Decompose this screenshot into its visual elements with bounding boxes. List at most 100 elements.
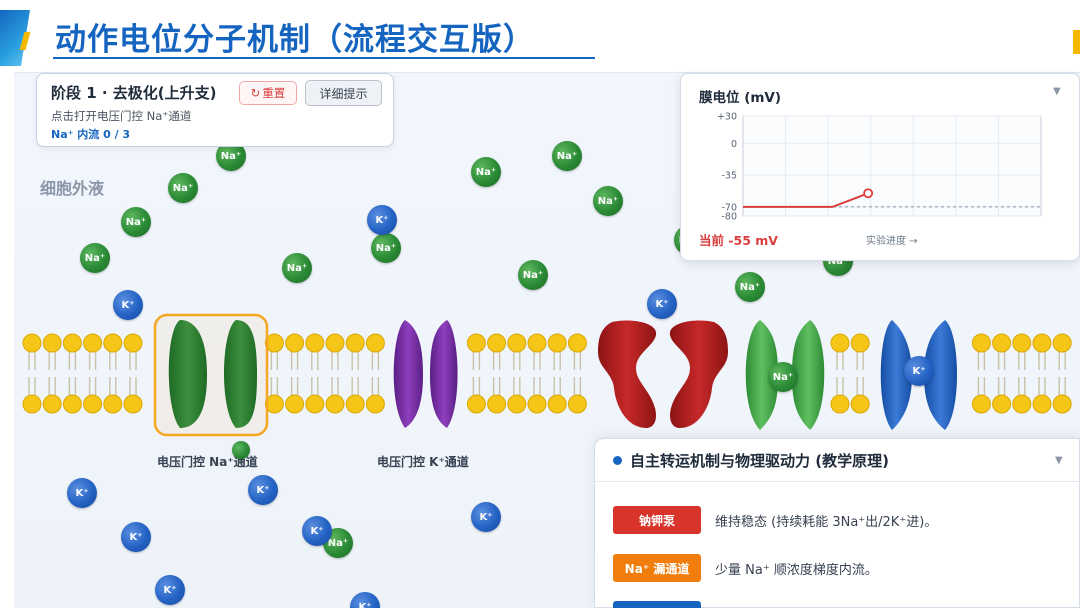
sodium-ion[interactable]: Na⁺ bbox=[282, 253, 312, 283]
sodium-ion[interactable]: Na⁺ bbox=[80, 243, 110, 273]
lipid-head bbox=[103, 333, 123, 353]
potassium-ion[interactable]: K⁺ bbox=[471, 502, 501, 532]
teach-row-leak: Na⁺ 漏通道 少量 Na⁺ 顺浓度梯度内流。 bbox=[613, 554, 878, 582]
title-bar: 动作电位分子机制（流程交互版） bbox=[0, 0, 1080, 72]
lipid-head bbox=[264, 333, 284, 353]
na-leak-subunit-left bbox=[745, 320, 778, 430]
potassium-ion[interactable]: K⁺ bbox=[155, 575, 185, 605]
na-leak-tag[interactable]: Na⁺ 漏通道 bbox=[613, 554, 701, 582]
current-potential: 当前 -55 mV bbox=[699, 233, 778, 248]
lipid-head bbox=[22, 333, 42, 353]
title-underline bbox=[53, 57, 595, 59]
chart-plot-area bbox=[742, 115, 1042, 217]
na-leak-description: 少量 Na⁺ 顺浓度梯度内流。 bbox=[715, 562, 878, 578]
lipid-head bbox=[1012, 333, 1032, 353]
stage-title: 阶段 1 · 去极化(上升支) bbox=[51, 84, 217, 102]
lipid-head bbox=[547, 333, 567, 353]
detail-hint-button[interactable]: 详细提示 bbox=[305, 80, 382, 106]
sodium-ion[interactable]: Na⁺ bbox=[552, 141, 582, 171]
lipid-head bbox=[830, 394, 850, 414]
sodium-ion[interactable]: Na⁺ bbox=[735, 272, 765, 302]
lipid-heads bbox=[22, 333, 1072, 414]
collapse-arrow-icon[interactable]: ▼ bbox=[1053, 86, 1061, 97]
teaching-panel-title: 自主转运机制与物理驱动力 (教学原理) bbox=[630, 452, 889, 470]
k-leak-tag[interactable] bbox=[613, 601, 701, 608]
lipid-head bbox=[850, 394, 870, 414]
lipid-head bbox=[83, 394, 103, 414]
reset-button[interactable]: ↻ 重置 bbox=[239, 81, 297, 105]
k-channel[interactable] bbox=[393, 320, 458, 428]
potassium-ion[interactable]: K⁺ bbox=[647, 289, 677, 319]
potassium-ion[interactable]: K⁺ bbox=[67, 478, 97, 508]
lipid-head bbox=[507, 333, 527, 353]
lipid-head bbox=[992, 333, 1012, 353]
lipid-head bbox=[507, 394, 527, 414]
title-right-mark bbox=[1073, 30, 1080, 54]
lipid-head bbox=[123, 394, 143, 414]
lipid-head bbox=[62, 394, 82, 414]
lipid-head bbox=[1032, 394, 1052, 414]
pump-tag[interactable]: 钠钾泵 bbox=[613, 506, 701, 534]
stage-panel: 阶段 1 · 去极化(上升支) ↻ 重置 详细提示 点击打开电压门控 Na⁺通道… bbox=[36, 73, 394, 147]
sodium-potassium-pump[interactable] bbox=[598, 320, 728, 428]
teach-row-k-leak bbox=[613, 601, 715, 608]
potassium-ion[interactable]: K⁺ bbox=[113, 290, 143, 320]
k-channel-subunit-left bbox=[393, 320, 423, 428]
lipid-head bbox=[1052, 333, 1072, 353]
lipid-head bbox=[345, 394, 365, 414]
sodium-ion[interactable]: Na⁺ bbox=[121, 207, 151, 237]
collapse-arrow-icon[interactable]: ▼ bbox=[1055, 455, 1063, 466]
pump-description: 维持稳态 (持续耗能 3Na⁺出/2K⁺进)。 bbox=[715, 514, 938, 530]
potassium-ion[interactable]: K⁺ bbox=[121, 522, 151, 552]
reset-label: 重置 bbox=[262, 86, 286, 100]
lipid-head bbox=[22, 394, 42, 414]
k-leak-channel[interactable] bbox=[880, 320, 958, 430]
potassium-ion[interactable]: K⁺ bbox=[350, 592, 380, 608]
page-title: 动作电位分子机制（流程交互版） bbox=[55, 22, 535, 58]
potassium-ion[interactable]: K⁺ bbox=[248, 475, 278, 505]
lipid-head bbox=[305, 394, 325, 414]
na-channel-subunit-left bbox=[168, 320, 207, 428]
sodium-ion[interactable]: Na⁺ bbox=[593, 186, 623, 216]
lipid-head bbox=[83, 333, 103, 353]
lipid-head bbox=[345, 333, 365, 353]
y-tick-label: +30 bbox=[717, 112, 737, 123]
lipid-head bbox=[1032, 333, 1052, 353]
current-potential-marker bbox=[863, 188, 874, 199]
sodium-ion[interactable]: Na⁺ bbox=[768, 362, 798, 392]
k-leak-subunit-left bbox=[880, 320, 912, 430]
potassium-ion[interactable]: K⁺ bbox=[904, 356, 934, 386]
lipid-head bbox=[42, 394, 62, 414]
k-channel-label: 电压门控 K⁺通道 bbox=[377, 455, 469, 469]
lipid-head bbox=[992, 394, 1012, 414]
potassium-ion[interactable]: K⁺ bbox=[302, 516, 332, 546]
na-channel-label: 电压门控 Na⁺通道 bbox=[157, 455, 258, 469]
sodium-ion[interactable]: Na⁺ bbox=[518, 260, 548, 290]
lipid-head bbox=[305, 333, 325, 353]
sodium-ion[interactable]: Na⁺ bbox=[471, 157, 501, 187]
lipid-head bbox=[971, 333, 991, 353]
sodium-ion[interactable]: Na⁺ bbox=[371, 233, 401, 263]
lipid-head bbox=[466, 333, 486, 353]
bullet-dot-icon bbox=[613, 456, 622, 465]
y-tick-label: 0 bbox=[731, 139, 737, 150]
sodium-ion[interactable]: Na⁺ bbox=[168, 173, 198, 203]
potassium-ion[interactable]: K⁺ bbox=[367, 205, 397, 235]
lipid-head bbox=[527, 333, 547, 353]
lipid-head bbox=[103, 394, 123, 414]
na-channel[interactable] bbox=[153, 313, 269, 437]
stage-progress: Na⁺ 内流 0 / 3 bbox=[51, 128, 131, 141]
lipid-head bbox=[365, 333, 385, 353]
na-channel-subunit-right bbox=[223, 320, 257, 428]
lipid-head bbox=[971, 394, 991, 414]
teach-row-pump: 钠钾泵 维持稳态 (持续耗能 3Na⁺出/2K⁺进)。 bbox=[613, 506, 937, 534]
lipid-head bbox=[830, 333, 850, 353]
experiment-progress-link[interactable]: 实验进度 → bbox=[866, 236, 918, 247]
na-leak-channel[interactable] bbox=[745, 320, 825, 430]
potential-trace bbox=[743, 192, 869, 208]
potential-chart: +300-35-70-80 bbox=[717, 112, 1042, 223]
na-leak-subunit-right bbox=[792, 320, 825, 430]
lipid-head bbox=[567, 333, 587, 353]
pump-subunit-right bbox=[669, 320, 728, 428]
sodium-ion-passing bbox=[232, 441, 250, 459]
